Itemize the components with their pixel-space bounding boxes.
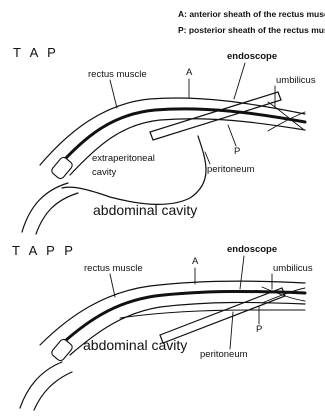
tap-muscle-stump xyxy=(50,156,74,180)
tap-lower-wall-outer xyxy=(22,183,68,232)
legend-anterior: A: anterior sheath of the rectus muscle xyxy=(178,9,325,19)
tapp-label-p: P xyxy=(256,324,262,335)
tapp-panel: T A P P rectus muscle A endoscope umbili… xyxy=(12,243,313,410)
tap-label-p: P xyxy=(234,146,240,157)
tap-label-a: A xyxy=(186,67,193,78)
tapp-endoscope xyxy=(160,288,285,343)
tapp-lower-wall-inner xyxy=(34,372,72,410)
tapp-peritoneum-label: peritoneum xyxy=(200,349,248,360)
tapp-peritoneum xyxy=(120,310,305,318)
tapp-endoscope-leader xyxy=(240,256,244,289)
tapp-lower-wall-outer xyxy=(20,362,62,408)
tapp-muscle-stump xyxy=(50,338,74,362)
tapp-label-a: A xyxy=(192,256,199,267)
tapp-abdominal-cavity-label: abdominal cavity xyxy=(83,337,187,353)
tap-p-leader xyxy=(228,125,236,146)
tapp-rectus-muscle-label: rectus muscle xyxy=(84,263,143,274)
tap-endoscope-leader xyxy=(234,63,245,99)
tapp-umbilicus-label: umbilicus xyxy=(273,263,313,274)
tap-extraperitoneal-label-2: cavity xyxy=(92,167,117,178)
tap-peritoneum xyxy=(62,136,206,204)
tapp-heading: T A P P xyxy=(12,243,76,258)
tap-umbilicus-label: umbilicus xyxy=(276,75,316,86)
tapp-endoscope-label: endoscope xyxy=(227,244,277,255)
tap-peritoneum-label: peritoneum xyxy=(207,164,255,175)
tapp-umbilicus-fold xyxy=(262,287,305,303)
tapp-rectus-leader xyxy=(110,274,115,297)
tap-lower-wall-inner xyxy=(36,193,78,234)
tap-rectus-leader xyxy=(110,80,117,108)
legend-posterior: P: posterior sheath of the rectus muscle xyxy=(178,25,325,35)
tap-heading: T A P xyxy=(13,45,59,60)
tap-endoscope-label: endoscope xyxy=(227,51,277,62)
tap-panel: T A P rectus muscle A endoscope umbilicu… xyxy=(13,45,316,234)
tap-extraperitoneal-label-1: extraperitoneal xyxy=(92,153,155,164)
tap-abdominal-cavity-label: abdominal cavity xyxy=(93,202,197,218)
tap-rectus-muscle-label: rectus muscle xyxy=(88,69,147,80)
